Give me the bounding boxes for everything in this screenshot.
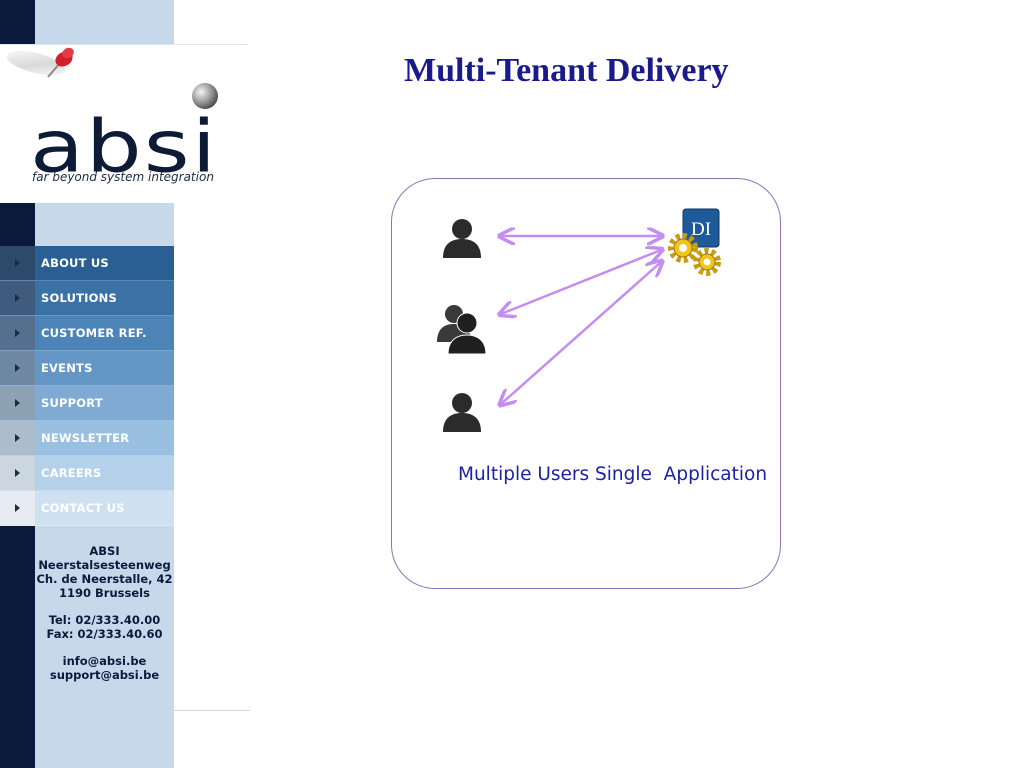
nav-item-newsletter[interactable]: NEWSLETTER bbox=[0, 421, 174, 456]
logo-tagline: far beyond system integration bbox=[32, 170, 214, 184]
user-group-icon bbox=[437, 305, 487, 355]
sidebar-dark-band-bottom bbox=[0, 518, 35, 768]
nav-label: SUPPORT bbox=[41, 396, 103, 410]
nav-arrow-cell bbox=[0, 491, 35, 525]
sphere-icon bbox=[192, 83, 218, 109]
triangle-right-icon bbox=[15, 294, 20, 302]
diagram-caption: Multiple Users Single Application bbox=[458, 464, 768, 485]
nav-label: NEWSLETTER bbox=[41, 431, 130, 445]
divider-line bbox=[174, 710, 250, 711]
triangle-right-icon bbox=[15, 504, 20, 512]
nav-label: SOLUTIONS bbox=[41, 291, 117, 305]
nav-item-events[interactable]: EVENTS bbox=[0, 351, 174, 386]
user-icon bbox=[443, 219, 481, 258]
triangle-right-icon bbox=[15, 364, 20, 372]
sidebar-dark-band-top bbox=[0, 0, 35, 44]
nav-item-support[interactable]: SUPPORT bbox=[0, 386, 174, 421]
nav-label: CUSTOMER REF. bbox=[41, 326, 147, 340]
sidebar-light-band-mid bbox=[35, 202, 174, 246]
triangle-right-icon bbox=[15, 434, 20, 442]
nav-item-about-us[interactable]: ABOUT US bbox=[0, 246, 174, 281]
sidebar-light-band-bottom bbox=[35, 518, 174, 768]
nav-arrow-cell bbox=[0, 421, 35, 455]
contact-city: 1190 Brussels bbox=[59, 586, 150, 600]
contact-email-support[interactable]: support@absi.be bbox=[49, 668, 160, 682]
contact-tel: Tel: 02/333.40.00 bbox=[48, 613, 161, 627]
nav-arrow-cell bbox=[0, 316, 35, 350]
nav-item-careers[interactable]: CAREERS bbox=[0, 456, 174, 491]
contact-block: ABSI Neerstalsesteenweg Ch. de Neerstall… bbox=[35, 544, 174, 682]
nav-arrow-cell bbox=[0, 351, 35, 385]
app-icon-label: DI bbox=[691, 219, 711, 240]
contact-street-nl: Neerstalsesteenweg bbox=[38, 558, 171, 572]
contact-fax: Fax: 02/333.40.60 bbox=[46, 627, 163, 641]
diagram-frame bbox=[391, 178, 781, 589]
logo-wordmark: absi bbox=[30, 104, 219, 189]
nav-arrow-cell bbox=[0, 456, 35, 490]
triangle-right-icon bbox=[15, 259, 20, 267]
contact-street-fr: Ch. de Neerstalle, 42 bbox=[36, 572, 173, 586]
nav-item-customer-ref[interactable]: CUSTOMER REF. bbox=[0, 316, 174, 351]
contact-company: ABSI bbox=[89, 544, 120, 558]
nav-arrow-cell bbox=[0, 281, 35, 315]
arrow-user-3 bbox=[501, 262, 661, 404]
user-icon bbox=[443, 393, 481, 432]
triangle-right-icon bbox=[15, 399, 20, 407]
nav-label: CONTACT US bbox=[41, 501, 125, 515]
sidebar-dark-band-mid bbox=[0, 202, 35, 246]
application-gears-icon: DI bbox=[668, 208, 721, 276]
sidebar: absi far beyond system integration ABOUT… bbox=[0, 0, 248, 768]
pushpin-icon bbox=[47, 47, 74, 78]
triangle-right-icon bbox=[15, 329, 20, 337]
nav-label: EVENTS bbox=[41, 361, 93, 375]
slide-title: Multi-Tenant Delivery bbox=[404, 52, 729, 89]
diagram: DI bbox=[437, 208, 721, 432]
sidebar-light-band-top bbox=[35, 0, 174, 44]
nav-arrow-cell bbox=[0, 246, 35, 280]
nav-item-solutions[interactable]: SOLUTIONS bbox=[0, 281, 174, 316]
nav-label: ABOUT US bbox=[41, 256, 109, 270]
nav-arrow-cell bbox=[0, 386, 35, 420]
nav-item-contact-us[interactable]: CONTACT US bbox=[0, 491, 174, 526]
triangle-right-icon bbox=[15, 469, 20, 477]
sidebar-nav: ABOUT US SOLUTIONS CUSTOMER REF. EVENTS … bbox=[0, 246, 174, 526]
logo-panel: absi far beyond system integration bbox=[0, 44, 248, 203]
nav-label: CAREERS bbox=[41, 466, 102, 480]
contact-email-info[interactable]: info@absi.be bbox=[62, 654, 147, 668]
